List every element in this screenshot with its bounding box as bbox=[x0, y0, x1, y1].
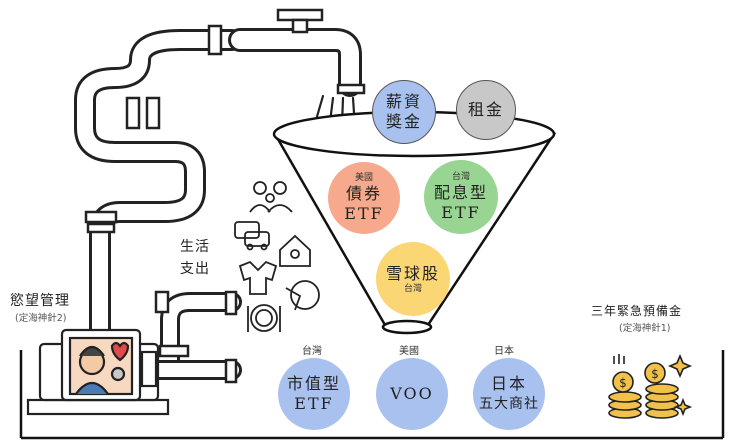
us-bonds-ball: 美國 債券 ETF bbox=[328, 162, 400, 234]
desire-note: (定海神針2) bbox=[15, 313, 67, 324]
tw-market-line1: 市值型 bbox=[286, 374, 341, 393]
house-icon bbox=[279, 234, 311, 267]
svg-text:$: $ bbox=[651, 367, 659, 381]
jp-trading-line1: 日本 bbox=[490, 374, 527, 393]
pipe-joints bbox=[84, 8, 366, 384]
rent-label: 租金 bbox=[467, 100, 504, 119]
us-bonds-line1: 債券 bbox=[345, 183, 382, 203]
clothes-icon bbox=[238, 260, 278, 295]
jp-trading-region: 日本 bbox=[494, 346, 514, 357]
svg-text:$: $ bbox=[619, 376, 627, 390]
us-bonds-region: 美國 bbox=[354, 172, 373, 183]
pipe-system bbox=[74, 28, 362, 380]
jp-trading-line2: 五大商社 bbox=[479, 396, 539, 412]
us-voo-region: 美國 bbox=[399, 346, 419, 357]
living-expense-label: 生活 支出 bbox=[180, 236, 210, 280]
travel-icon bbox=[285, 280, 320, 311]
emergency-title: 三年緊急預備金 bbox=[591, 304, 683, 318]
desire-machine-icon bbox=[26, 328, 170, 416]
car-icon bbox=[234, 221, 270, 251]
living-line2: 支出 bbox=[180, 261, 210, 277]
desire-title: 慾望管理 bbox=[10, 293, 70, 309]
tw-dividend-line1: 配息型 bbox=[433, 182, 488, 202]
jp-trading-ball: 日本 五大商社 bbox=[473, 358, 545, 430]
us-bonds-line2: ETF bbox=[344, 203, 384, 223]
tw-snowball-region: 台灣 bbox=[403, 283, 422, 294]
coin-stack-icon: $ $ bbox=[608, 353, 693, 419]
tw-dividend-line2: ETF bbox=[441, 202, 481, 222]
tw-market-line2: ETF bbox=[294, 394, 334, 413]
rent-ball: 租金 bbox=[456, 80, 516, 140]
salary-label: 薪資 bbox=[385, 92, 422, 111]
tw-market-ball: 市值型 ETF bbox=[278, 358, 350, 430]
tw-snowball-ball: 雪球股 台灣 bbox=[376, 242, 450, 316]
tw-snowball-line1: 雪球股 bbox=[385, 263, 440, 283]
tank-outline bbox=[19, 350, 725, 440]
living-expense-icons bbox=[234, 181, 320, 332]
tw-dividend-ball: 台灣 配息型 ETF bbox=[424, 160, 498, 234]
tw-market-region: 台灣 bbox=[302, 346, 322, 357]
salary-bonus-ball: 薪資 獎金 bbox=[372, 80, 436, 144]
living-line1: 生活 bbox=[180, 239, 210, 255]
us-voo-line1: VOO bbox=[390, 384, 434, 403]
dining-icon bbox=[247, 304, 281, 332]
tw-dividend-region: 台灣 bbox=[451, 171, 470, 182]
family-icon bbox=[249, 181, 293, 213]
us-voo-ball: VOO bbox=[376, 358, 448, 430]
emergency-note: (定海神針1) bbox=[619, 323, 671, 334]
bonus-label: 獎金 bbox=[385, 112, 422, 131]
